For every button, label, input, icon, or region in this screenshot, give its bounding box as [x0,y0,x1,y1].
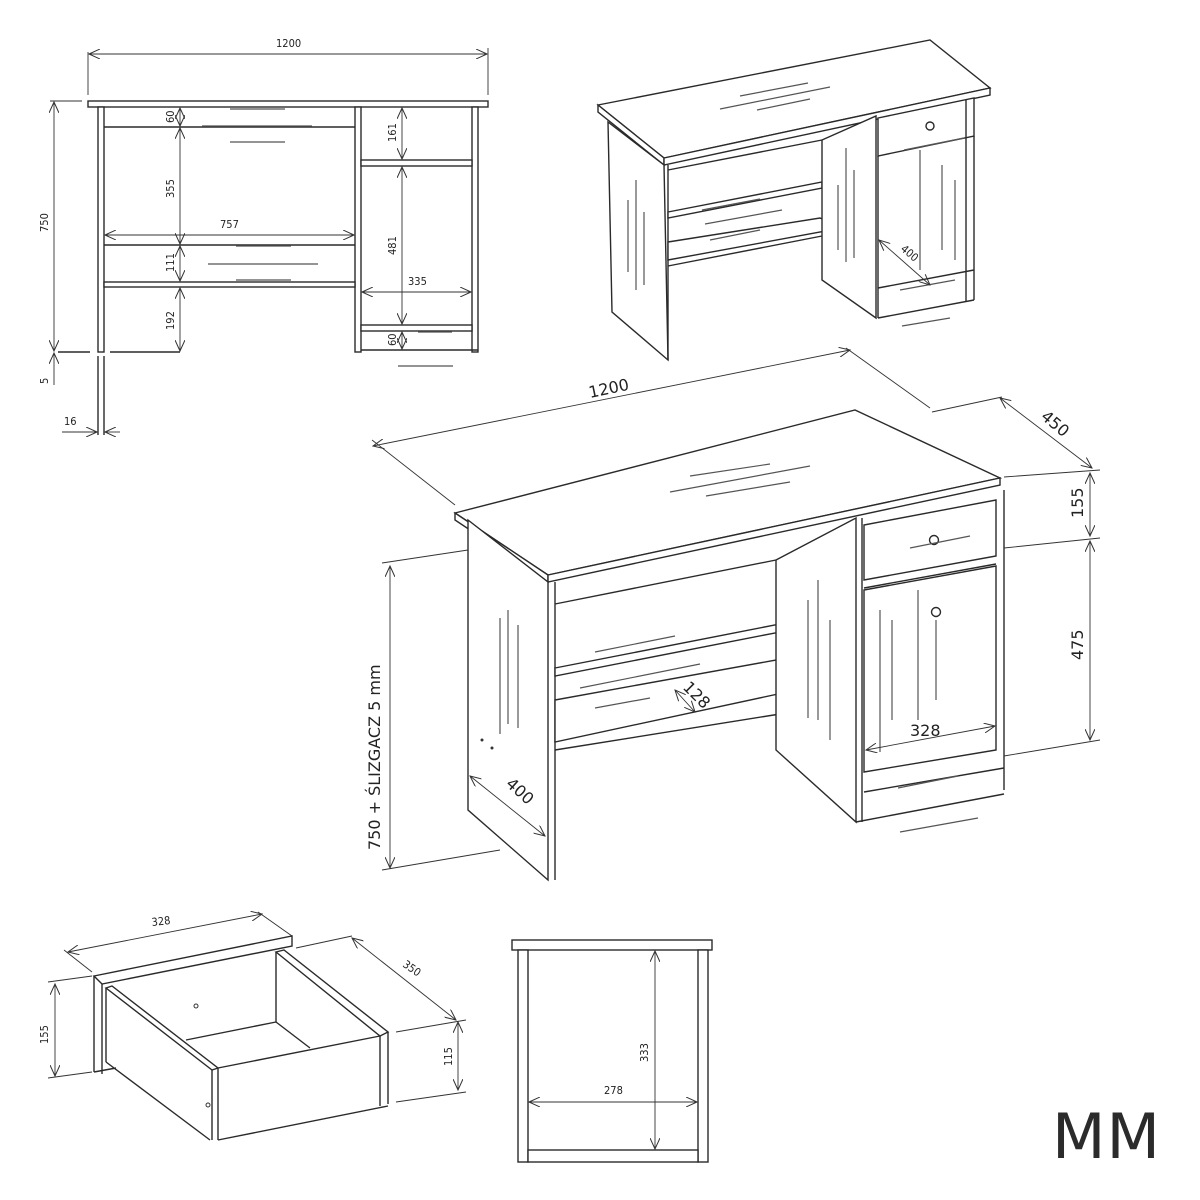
total-height-label: 750 + ŚLIZGACZ 5 mm [365,664,384,850]
front-width-label: 1200 [276,37,301,50]
front-height-label: 750 [38,213,51,232]
drawer-box-height-label: 115 [442,1047,455,1066]
main-isometric-view: 1200 450 128 400 [365,348,1101,882]
small-isometric-view: 400 [596,39,992,362]
right-cabinet-label: 481 [386,236,399,255]
left-bottom-gap-label: 192 [164,311,177,330]
brand-logo: MM [1052,1100,1161,1173]
right-drawer-height-label: 161 [386,123,399,142]
left-shelf-gap-label: 111 [164,253,177,272]
left-top-gap-label: 60 [164,110,177,123]
left-opening-label: 355 [164,179,177,198]
small-depth-label: 400 [898,242,921,264]
right-plinth-label: 60 [386,333,399,346]
door-height-label: 475 [1068,629,1087,660]
cabinet-width-label: 278 [604,1084,623,1097]
drawer-depth-label: 350 [400,958,423,979]
iso-width-label: 1200 [587,375,631,402]
drawer-height-label: 155 [1068,487,1087,518]
right-inner-width-label: 335 [408,275,427,288]
iso-depth-label: 450 [1037,407,1073,441]
thickness-label: 16 [64,415,77,428]
drawer-drawing: 328 350 155 115 [38,912,467,1141]
front-view-drawing: 1200 750 5 [38,37,489,435]
drawer-front-height-label: 155 [38,1025,51,1044]
left-inner-width-label: 757 [220,218,239,231]
cabinet-section-drawing: 333 278 [511,939,713,1163]
drawer-width-label: 328 [151,914,171,929]
cabinet-height-label: 333 [638,1043,651,1062]
door-width-label: 328 [910,721,941,740]
glide-label: 5 [38,378,51,384]
